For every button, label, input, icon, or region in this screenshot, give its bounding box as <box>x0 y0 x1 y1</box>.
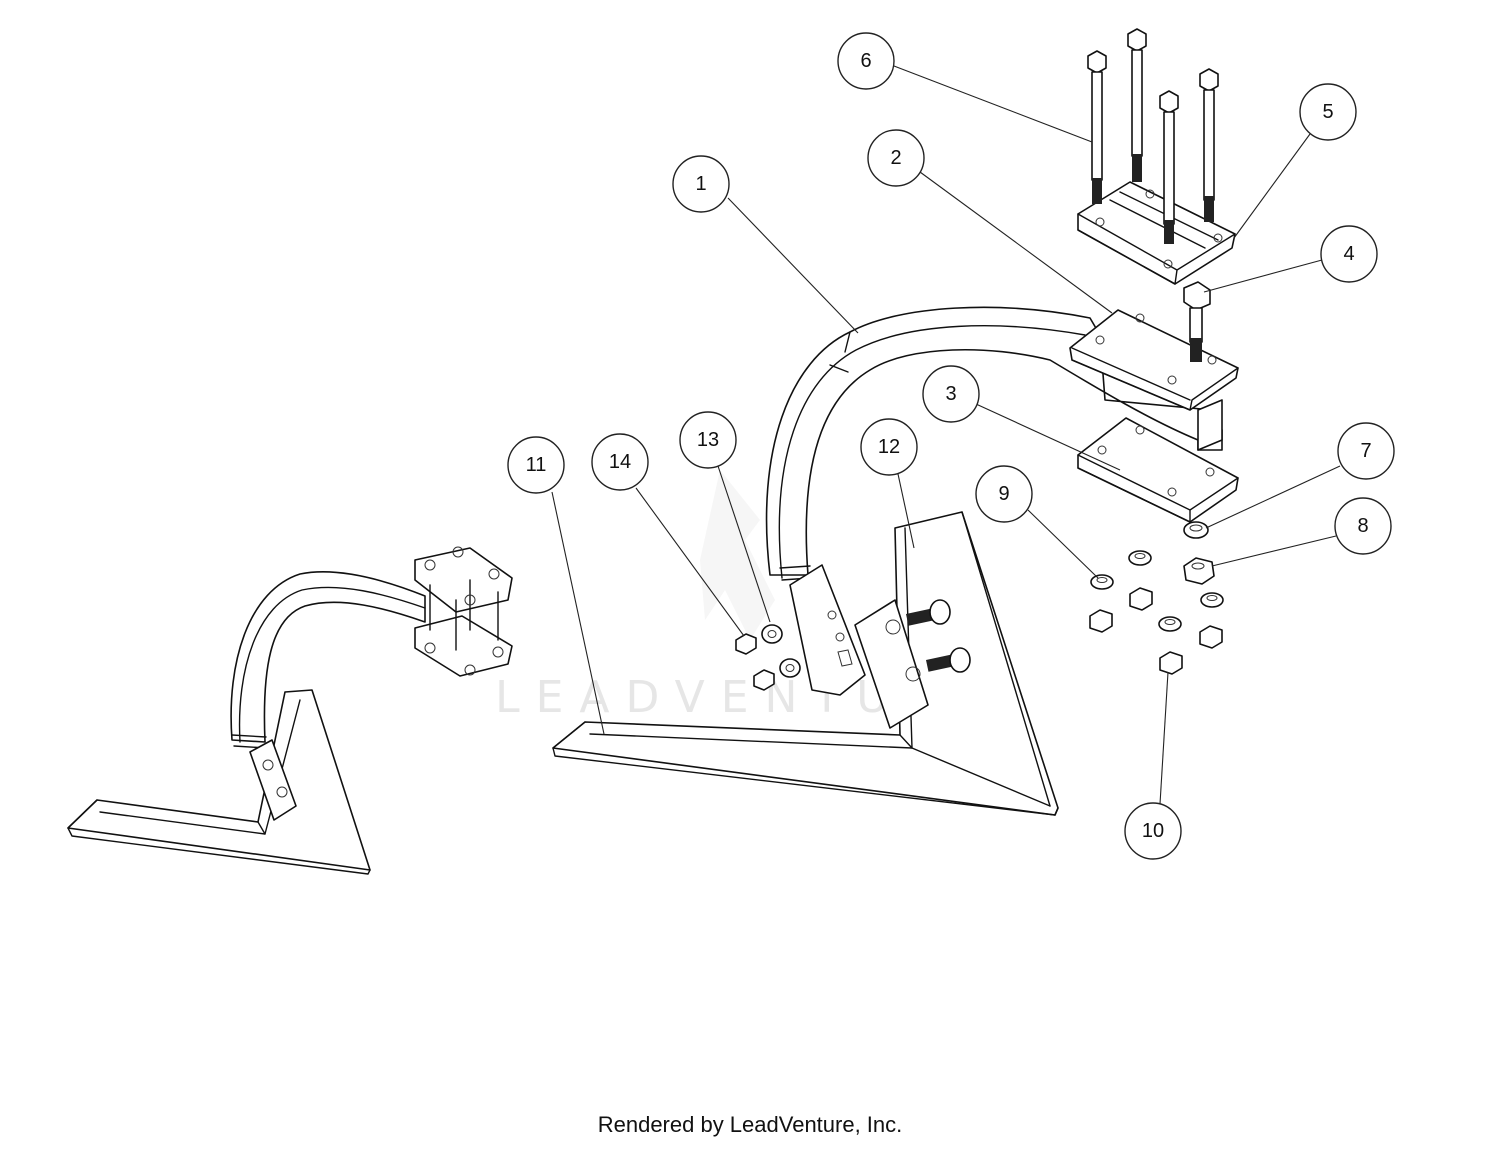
carriage-bolts-part <box>854 599 971 729</box>
top-clamp-plate-part <box>1069 309 1239 411</box>
callout-label: 4 <box>1343 243 1354 265</box>
hex-bolt-part <box>1183 281 1211 362</box>
watermark-logo <box>700 470 775 640</box>
callout-label: 3 <box>945 383 956 405</box>
callout-10: 10 <box>1124 802 1182 860</box>
callout-11: 11 <box>507 436 565 494</box>
callout-label: 8 <box>1357 515 1368 537</box>
callout-3: 3 <box>922 365 980 423</box>
bottom-clamp-plate-part <box>1077 417 1239 523</box>
callout-12: 12 <box>860 418 918 476</box>
callout-2: 2 <box>867 129 925 187</box>
callout-14: 14 <box>591 433 649 491</box>
callout-label: 10 <box>1142 820 1164 842</box>
callout-5: 5 <box>1299 83 1357 141</box>
callout-1: 1 <box>672 155 730 213</box>
callout-13: 13 <box>679 411 737 469</box>
callout-4: 4 <box>1320 225 1378 283</box>
sweep-blade-part <box>552 511 1059 816</box>
callout-label: 2 <box>890 147 901 169</box>
callout-9: 9 <box>975 465 1033 523</box>
callout-label: 12 <box>878 436 900 458</box>
long-bolts-part <box>1087 28 1219 244</box>
callout-8: 8 <box>1334 497 1392 555</box>
callout-label: 14 <box>609 451 631 473</box>
leader-lines <box>551 65 1341 805</box>
callout-7: 7 <box>1337 422 1395 480</box>
callout-label: 7 <box>1360 440 1371 462</box>
callout-label: 13 <box>697 429 719 451</box>
curved-shank-part <box>765 306 1223 696</box>
assembled-shank-view <box>67 546 513 875</box>
callout-label: 5 <box>1322 101 1333 123</box>
hardware-nuts-washers <box>735 521 1224 691</box>
footer-credit: Rendered by LeadVenture, Inc. <box>597 1112 903 1137</box>
callout-label: 6 <box>860 50 871 72</box>
callout-label: 9 <box>998 483 1009 505</box>
callout-6: 6 <box>837 32 895 90</box>
callout-label: 11 <box>526 454 547 476</box>
callout-label: 1 <box>695 173 706 195</box>
